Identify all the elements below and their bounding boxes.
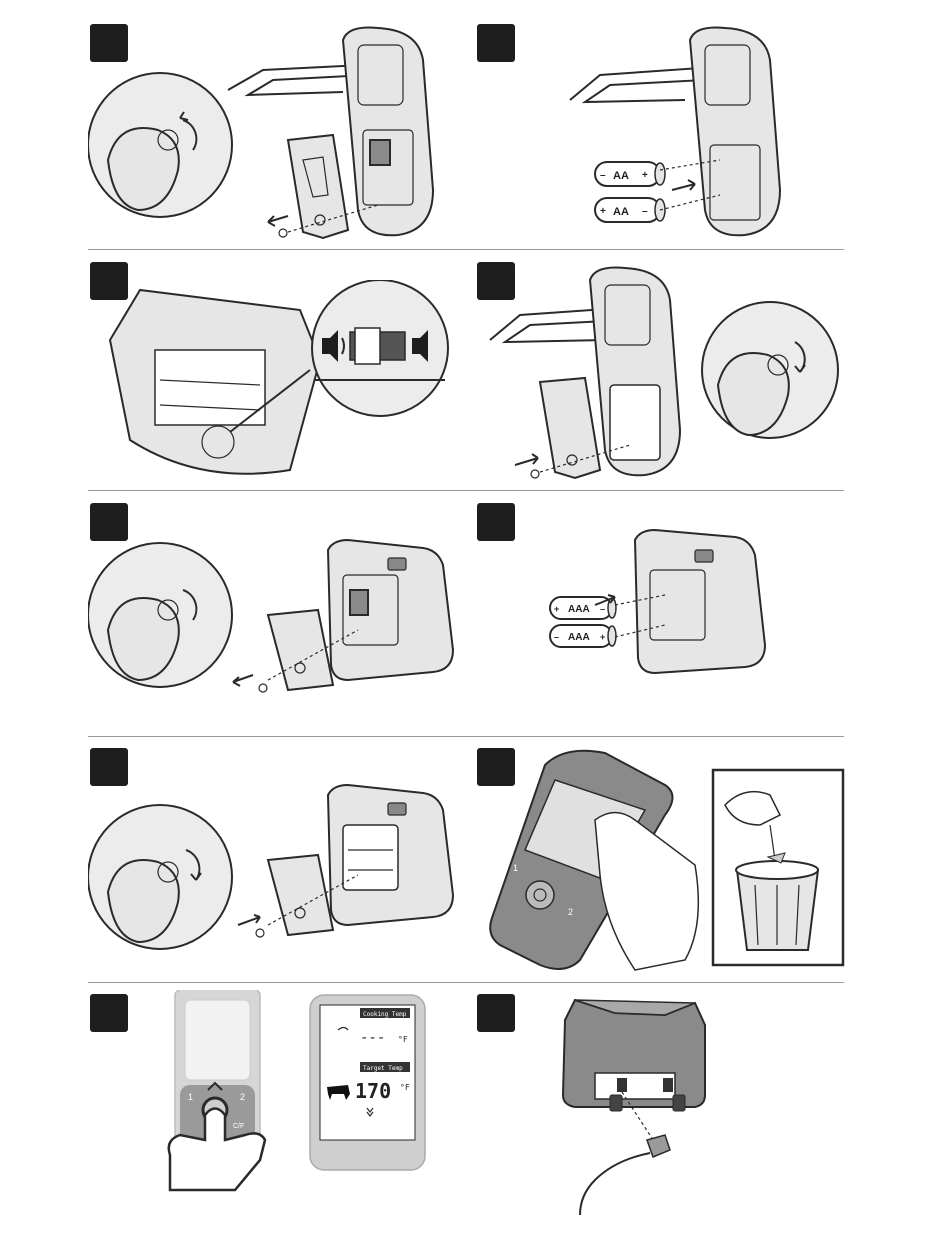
power-plug — [647, 1135, 670, 1157]
screw — [259, 684, 267, 692]
step-6-illustration: AAA + – AAA – + — [540, 525, 780, 675]
row-divider-4 — [88, 982, 844, 983]
step-2-illustration: AA – + AA + – — [560, 20, 860, 248]
svg-text:AAA: AAA — [568, 604, 590, 615]
step-9-box — [90, 994, 128, 1032]
step-5-illustration — [88, 520, 468, 730]
row-divider-2 — [88, 490, 844, 491]
svg-text:–: – — [554, 632, 559, 642]
svg-text:–: – — [600, 604, 605, 614]
step-3-illustration — [100, 280, 460, 490]
lcd-display: Cooking Temp --- °F Target Temp 170 °F — [310, 995, 425, 1170]
row-divider-1 — [88, 249, 844, 250]
screw — [531, 470, 539, 478]
svg-text:–: – — [600, 170, 606, 181]
svg-text:+: + — [600, 206, 606, 217]
svg-text:°F: °F — [400, 1083, 410, 1092]
step-10-illustration — [555, 995, 725, 1215]
aa-battery-1: AA – + — [595, 162, 665, 186]
transmitter-body — [690, 28, 780, 236]
svg-text:+: + — [642, 170, 648, 181]
svg-text:AAA: AAA — [568, 632, 590, 643]
svg-text:2: 2 — [240, 1092, 245, 1102]
step-10-box — [477, 994, 515, 1032]
svg-text:---: --- — [360, 1030, 385, 1046]
step-6-box — [477, 503, 515, 541]
aaa-battery-2: AAA – + — [550, 625, 616, 647]
step-9-illustration: 1 2 C/F Cooking Temp --- °F Target Temp … — [160, 990, 440, 1195]
svg-text:AA: AA — [613, 170, 629, 182]
battery-cover — [268, 610, 333, 690]
aa-battery-2: AA + – — [595, 198, 665, 222]
svg-text:170: 170 — [355, 1079, 391, 1103]
power-cable — [580, 1153, 650, 1215]
step-2-box — [477, 24, 515, 62]
hand-peeling — [595, 813, 698, 971]
svg-text:2: 2 — [568, 907, 573, 917]
wire-stand — [570, 68, 705, 102]
svg-text:–: – — [642, 206, 648, 217]
svg-text:+: + — [600, 632, 605, 642]
svg-text:1: 1 — [513, 863, 518, 873]
row-divider-3 — [88, 736, 844, 737]
battery-cover — [268, 855, 333, 935]
svg-text:1: 1 — [188, 1092, 193, 1102]
svg-text:°F: °F — [398, 1035, 408, 1044]
svg-text:+: + — [554, 604, 559, 614]
svg-text:AA: AA — [613, 206, 629, 218]
transmitter-body — [343, 28, 433, 236]
step-8-illustration: 1 2 — [485, 745, 855, 975]
svg-text:Cooking Temp: Cooking Temp — [363, 1011, 407, 1018]
screw — [279, 229, 287, 237]
screw — [256, 929, 264, 937]
step-7-illustration — [88, 765, 468, 975]
step-1-illustration — [88, 20, 448, 248]
charging-port — [617, 1078, 627, 1092]
step-4-illustration — [480, 260, 850, 485]
svg-text:C/F: C/F — [233, 1123, 244, 1130]
svg-text:Target Temp: Target Temp — [363, 1065, 403, 1072]
